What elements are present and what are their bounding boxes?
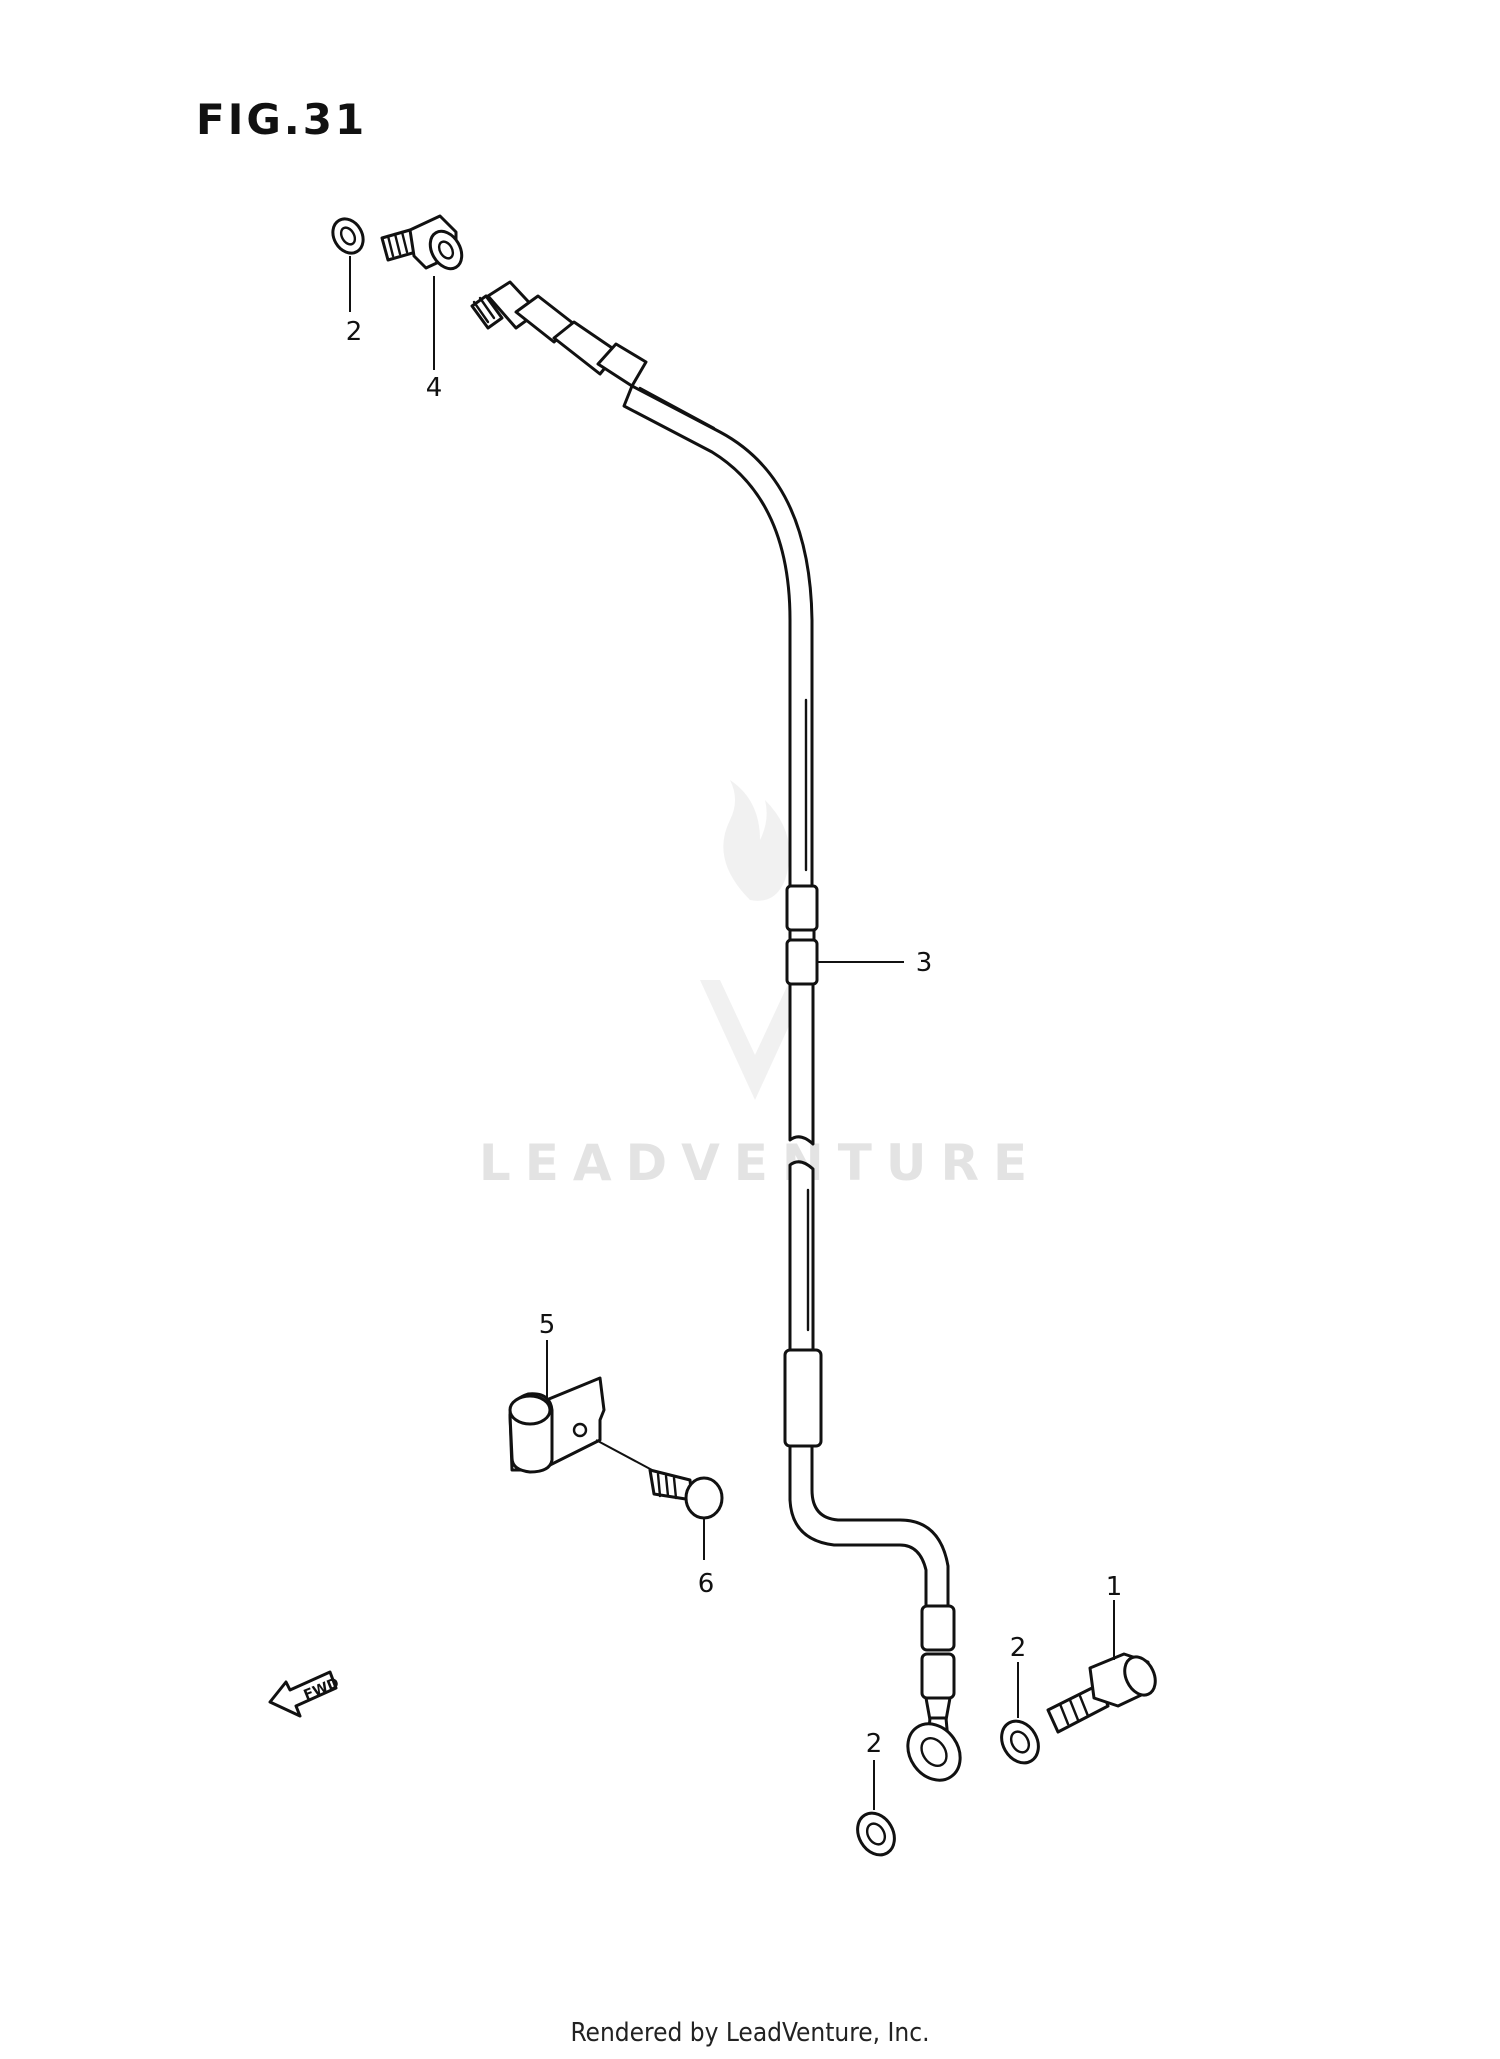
brake-hose-part-3 xyxy=(470,280,962,1782)
watermark: LEADVENTURE xyxy=(479,780,1041,1192)
fwd-arrow-icon: FWD xyxy=(268,1670,341,1718)
washer-part-2-right xyxy=(1000,1719,1040,1765)
bolt-part-6 xyxy=(595,1439,724,1520)
callout-2-top: 2 xyxy=(346,317,363,347)
callout-6: 6 xyxy=(698,1569,715,1599)
leadventure-logo-icon xyxy=(700,780,810,1100)
clamp-part-5 xyxy=(508,1376,606,1474)
washer-part-2-bottom xyxy=(856,1811,896,1857)
callout-2-right: 2 xyxy=(1010,1633,1027,1663)
washer-part-2-top xyxy=(331,217,365,255)
callout-1: 1 xyxy=(1106,1572,1123,1602)
callout-4: 4 xyxy=(426,373,443,403)
union-fitting-part-4 xyxy=(380,214,464,271)
watermark-text: LEADVENTURE xyxy=(479,1134,1041,1192)
callout-2-bottom: 2 xyxy=(866,1729,883,1759)
figure-title: FIG.31 xyxy=(196,95,368,144)
footer-credit: Rendered by LeadVenture, Inc. xyxy=(570,2018,930,2048)
callout-5: 5 xyxy=(539,1310,556,1340)
callout-3: 3 xyxy=(916,948,933,978)
leader-lines xyxy=(349,256,1115,1810)
banjo-bolt-part-1 xyxy=(1046,1652,1157,1734)
